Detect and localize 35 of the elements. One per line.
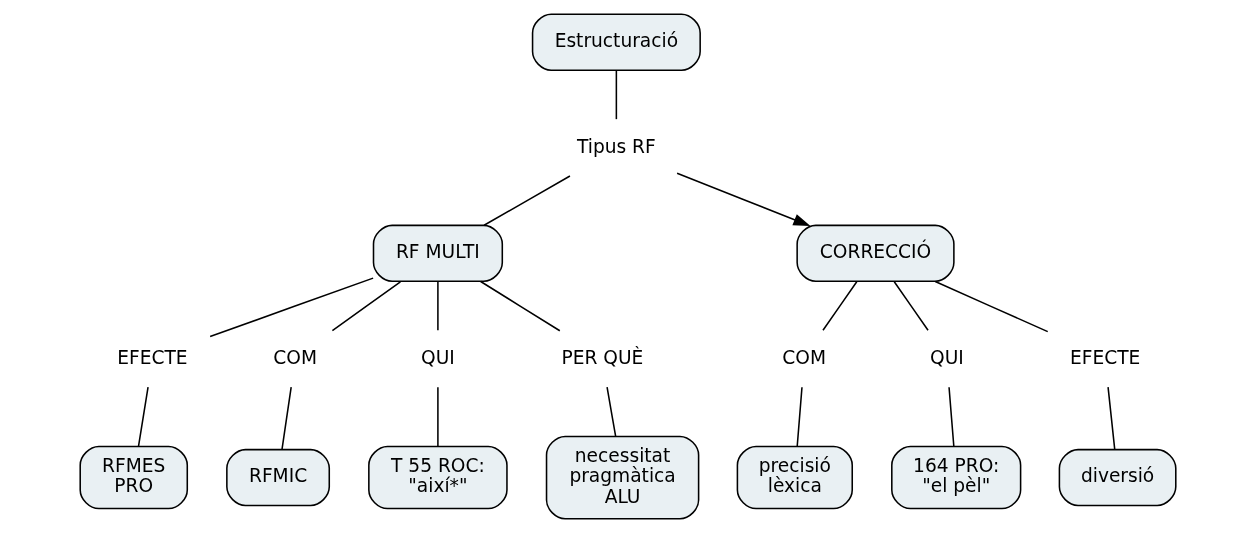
node-text: PER QUÈ — [561, 346, 644, 368]
node-text: QUI — [421, 346, 455, 368]
connector — [948, 386, 955, 448]
connector — [437, 281, 439, 331]
connector — [893, 281, 929, 331]
node-box: RFMES PRO — [79, 445, 189, 510]
node-box: Estructuració — [531, 13, 701, 71]
node-text: COM — [782, 346, 826, 368]
connector — [479, 280, 561, 332]
node-text: Tipus RF — [576, 135, 656, 157]
connector — [209, 277, 374, 338]
connector — [796, 386, 803, 448]
node-box: T 55 ROC: "així*" — [368, 445, 508, 510]
connector — [483, 175, 571, 227]
node-box: RFMIC — [226, 448, 331, 507]
node-text: COM — [273, 346, 317, 368]
connector — [615, 69, 618, 120]
connector — [822, 281, 858, 331]
arrow — [676, 172, 811, 227]
connector — [281, 386, 292, 451]
connector — [1107, 386, 1116, 451]
node-box: diversió — [1058, 448, 1177, 507]
node-text: QUI — [930, 346, 964, 368]
node-box: necessitat pragmàtica ALU — [545, 435, 700, 520]
node-text: EFECTE — [117, 346, 188, 368]
node-box: 164 PRO: "el pèl" — [891, 445, 1022, 510]
connector — [606, 386, 617, 437]
node-box: CORRECCIÓ — [796, 224, 955, 282]
connector — [934, 280, 1049, 333]
node-box: RF MULTI — [372, 224, 504, 282]
node-box: precisió lèxica — [736, 445, 853, 510]
connector — [331, 281, 402, 332]
node-text: EFECTE — [1070, 346, 1141, 368]
connector — [437, 386, 439, 448]
connector — [137, 386, 149, 448]
